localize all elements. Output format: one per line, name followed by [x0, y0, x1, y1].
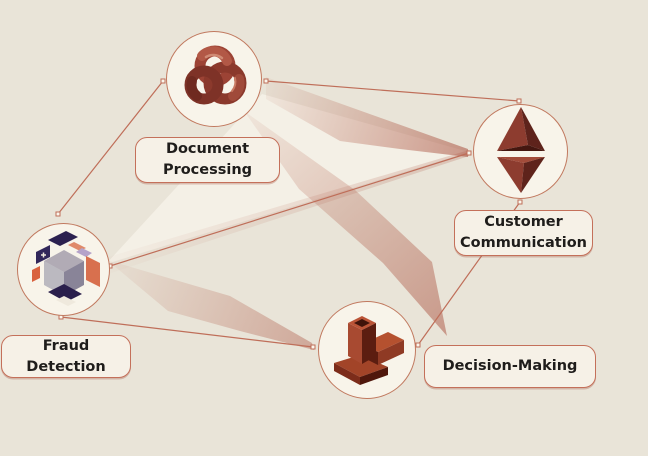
edge-lines	[57, 80, 521, 348]
edge-dp-cc	[265, 80, 520, 102]
node-decision-making	[318, 301, 416, 399]
label-line: Processing	[162, 162, 253, 178]
label-line: Fraud Detection	[26, 337, 106, 375]
label-customer-communication: Customer Communication	[454, 210, 593, 256]
label-document-processing: Document Processing	[135, 137, 280, 183]
edge-fd-cc	[109, 152, 470, 267]
exploded-cube-icon	[26, 230, 102, 310]
node-fraud-detection	[17, 223, 110, 316]
connector-dot	[263, 78, 269, 84]
connector-dot	[516, 98, 522, 104]
label-fraud-detection: Fraud Detection	[1, 335, 131, 378]
label-line: Decision-Making	[442, 358, 578, 374]
connector-dot	[466, 150, 472, 156]
label-line: Communication	[459, 235, 587, 251]
beam-dp-dm	[244, 111, 447, 336]
edge-fd-dp	[57, 80, 164, 215]
connector-markers	[55, 78, 523, 350]
label-decision-making: Decision-Making	[424, 345, 596, 388]
blocks-icon	[326, 311, 408, 389]
knot-icon	[178, 41, 250, 117]
edge-fd-dm	[60, 316, 314, 348]
connector-dot	[160, 78, 166, 84]
node-customer-communication	[473, 104, 568, 199]
node-document-processing	[166, 31, 262, 127]
double-pyramid-icon	[495, 105, 547, 199]
beam-dp-cc	[266, 77, 468, 157]
connector-dot	[310, 344, 316, 350]
label-line: Customer	[484, 214, 563, 230]
connector-dot	[517, 199, 523, 205]
label-line: Document	[165, 141, 250, 157]
connector-dot	[55, 211, 61, 217]
connector-dot	[415, 342, 421, 348]
beam-fd-dm	[107, 260, 314, 350]
